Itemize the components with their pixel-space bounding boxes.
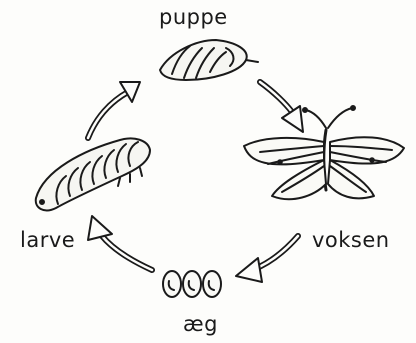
arrow-egg-to-larva bbox=[88, 216, 152, 270]
label-larva: larve bbox=[20, 228, 75, 252]
arrow-larva-to-pupa bbox=[88, 82, 140, 138]
label-pupa: puppe bbox=[159, 5, 228, 29]
larva-drawing bbox=[36, 138, 150, 210]
arrow-adult-to-egg bbox=[236, 236, 298, 282]
pupa-drawing bbox=[160, 40, 258, 80]
eggs-drawing bbox=[163, 271, 221, 297]
arrow-pupa-to-adult bbox=[260, 82, 303, 132]
label-adult: voksen bbox=[312, 228, 390, 252]
label-egg: æg bbox=[183, 312, 218, 336]
butterfly-drawing bbox=[244, 106, 404, 199]
